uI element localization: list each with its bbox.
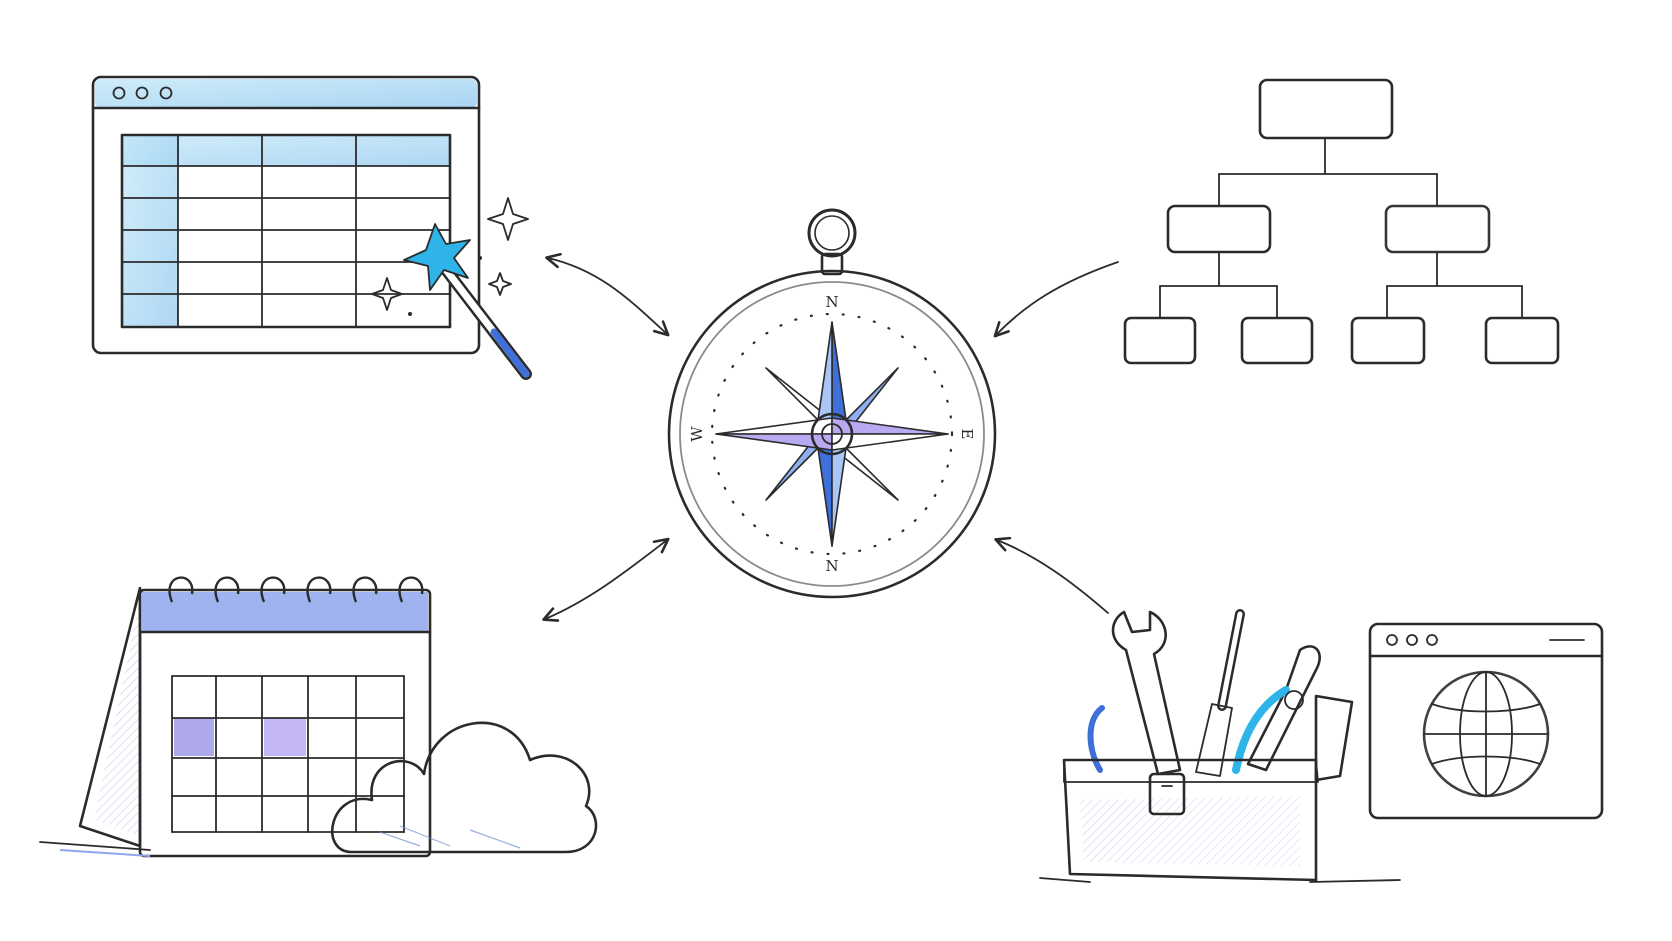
sparkle-icon xyxy=(371,277,403,311)
compass-label-left: W xyxy=(688,426,706,442)
browser-globe-icon xyxy=(1368,622,1604,820)
compass-label-right: E xyxy=(958,429,976,440)
calendar-icon xyxy=(39,576,432,858)
sparkle-icon xyxy=(487,197,529,241)
compass-icon: N N W E xyxy=(667,208,997,599)
magic-wand-icon xyxy=(371,197,532,380)
globe-icon xyxy=(1422,670,1550,798)
compass-label-top: N xyxy=(825,293,838,311)
toolbox-icon xyxy=(1039,609,1401,883)
org-chart-icon xyxy=(1123,78,1560,365)
wrench-icon xyxy=(1111,610,1182,776)
screwdriver-icon xyxy=(1195,609,1245,777)
sparkle-icon xyxy=(488,272,512,296)
arrow-calendar-compass xyxy=(542,537,670,622)
arrow-toolbox-compass xyxy=(994,536,1109,614)
spreadsheet-icon xyxy=(91,75,481,355)
arrow-spreadsheet-compass xyxy=(545,252,670,337)
connector-arrows xyxy=(542,252,1119,622)
arrow-orgchart-compass xyxy=(993,261,1119,338)
cloud-icon xyxy=(331,721,598,854)
pliers-icon xyxy=(1232,645,1321,774)
compass-label-bottom: N xyxy=(825,557,838,575)
